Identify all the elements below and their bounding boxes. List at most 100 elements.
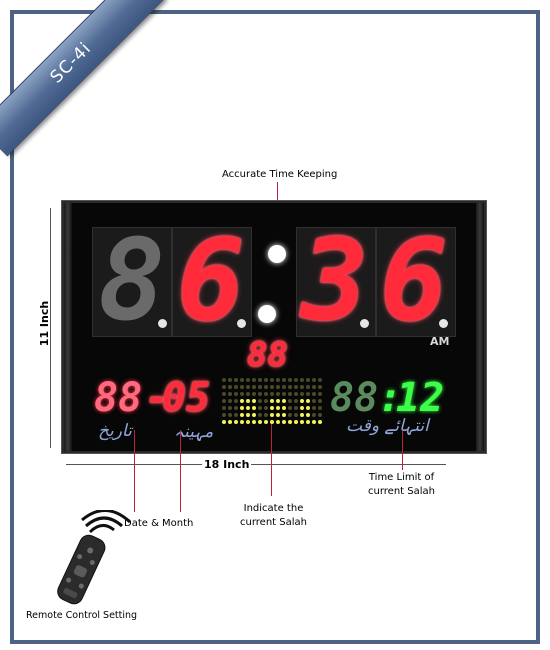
led-dot: [246, 378, 250, 382]
led-dot: [300, 399, 304, 403]
signal-arc-2: [85, 516, 123, 528]
date-month-display: 05: [162, 375, 211, 421]
led-dot: [240, 420, 244, 424]
led-dot: [300, 420, 304, 424]
led-dot: [222, 413, 226, 417]
led-dot: [222, 385, 226, 389]
led-dot: [270, 413, 274, 417]
led-dot: [318, 413, 322, 417]
led-dot: [306, 392, 310, 396]
led-dot: [264, 413, 268, 417]
clock-board: 8 6 3 6 AM 88 88 - 05 تاریخ مہینہ 88 : 1…: [62, 201, 486, 453]
led-dot: [264, 399, 268, 403]
led-dot: [252, 420, 256, 424]
colon-dot-bottom: [258, 305, 276, 323]
salah-leader: [271, 424, 272, 496]
led-dot: [294, 392, 298, 396]
led-dot: [270, 406, 274, 410]
height-dimension-line: [50, 208, 51, 448]
led-dot: [234, 420, 238, 424]
led-dot: [234, 399, 238, 403]
led-dot: [258, 378, 262, 382]
led-dot: [312, 399, 316, 403]
time-limit-callout: Time Limit of current Salah: [368, 471, 435, 499]
led-dot: [258, 406, 262, 410]
model-ribbon: SC-4i: [0, 0, 170, 170]
led-dot: [264, 378, 268, 382]
led-dot: [234, 378, 238, 382]
led-dot: [282, 399, 286, 403]
led-dot: [228, 378, 232, 382]
led-dot: [312, 420, 316, 424]
led-dot: [282, 378, 286, 382]
led-dot: [294, 406, 298, 410]
salah-counter: 88: [247, 335, 288, 375]
led-dot: [282, 406, 286, 410]
led-dot: [222, 420, 226, 424]
led-dot: [228, 406, 232, 410]
limit-urdu-label: انتہائے وقت: [346, 416, 429, 436]
led-dot: [240, 399, 244, 403]
led-dot: [252, 392, 256, 396]
led-dot: [306, 385, 310, 389]
led-dot: [270, 385, 274, 389]
led-dot: [270, 392, 274, 396]
decimal-point-1: [158, 319, 167, 328]
month-urdu-label: مہینہ: [174, 422, 214, 442]
led-dot: [222, 406, 226, 410]
led-dot: [312, 413, 316, 417]
led-dot: [318, 385, 322, 389]
led-dot: [228, 413, 232, 417]
led-dot: [300, 413, 304, 417]
led-dot: [264, 385, 268, 389]
led-dot: [312, 406, 316, 410]
led-dot: [318, 378, 322, 382]
accurate-time-callout: Accurate Time Keeping: [222, 169, 338, 180]
led-dot: [294, 399, 298, 403]
led-dot: [234, 406, 238, 410]
led-dot: [288, 399, 292, 403]
led-dot: [282, 392, 286, 396]
led-dot: [288, 385, 292, 389]
digit-panel-2: [172, 227, 252, 337]
ampm-indicator: AM: [430, 335, 450, 348]
led-dot: [234, 413, 238, 417]
led-dot: [240, 385, 244, 389]
height-label: 11 Inch: [38, 300, 52, 347]
date-urdu-label: تاریخ: [98, 421, 132, 441]
indicate-line-2: current Salah: [240, 517, 307, 528]
led-dot: [288, 378, 292, 382]
led-dot: [264, 406, 268, 410]
led-dot: [276, 392, 280, 396]
led-dot: [228, 399, 232, 403]
limit-colon: :: [378, 375, 403, 421]
decimal-point-2: [237, 319, 246, 328]
colon-dot-top: [268, 245, 286, 263]
led-dot: [222, 378, 226, 382]
led-dot: [258, 385, 262, 389]
width-dimension-line: [66, 464, 446, 465]
led-dot: [306, 406, 310, 410]
led-dot: [228, 392, 232, 396]
led-dot: [276, 378, 280, 382]
led-dot: [288, 413, 292, 417]
led-dot: [306, 420, 310, 424]
hour-units-digit: 6: [177, 216, 245, 346]
led-dot: [270, 399, 274, 403]
led-dot: [318, 420, 322, 424]
led-dot: [240, 406, 244, 410]
led-dot: [312, 385, 316, 389]
led-dot: [300, 392, 304, 396]
led-dot: [318, 392, 322, 396]
digit-panel-4: [376, 227, 456, 337]
led-dot: [282, 420, 286, 424]
led-dot: [222, 399, 226, 403]
time-limit-line-2: current Salah: [368, 486, 435, 497]
led-dot: [252, 413, 256, 417]
led-dot: [252, 385, 256, 389]
decimal-point-4: [439, 319, 448, 328]
time-limit-leader: [402, 430, 403, 470]
signal-arc-1: [88, 524, 115, 534]
led-dot: [306, 399, 310, 403]
led-dot: [306, 378, 310, 382]
